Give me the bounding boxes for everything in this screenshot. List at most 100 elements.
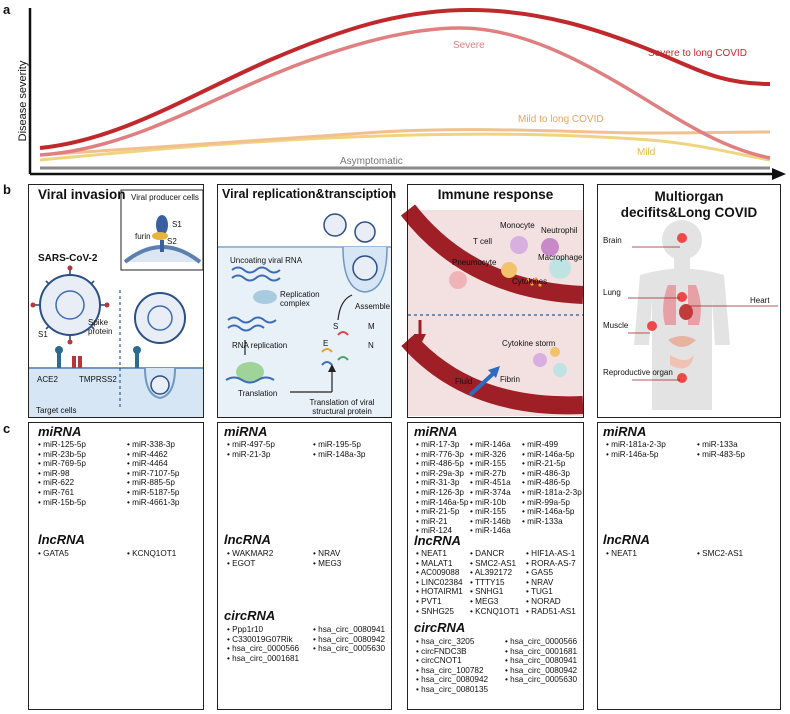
rep-mirna-col2: miR-195-5pmiR-148a-3p [313,440,365,459]
imm-lncrna-title: lncRNA [414,533,461,548]
multiorgan-title-line1: Multiorgan [654,189,724,204]
virus-label: SARS-CoV-2 [38,253,98,264]
ncrna-item: NORAD [526,597,576,607]
ncrna-item: SMC2-AS1 [697,549,743,559]
ncrna-item: RAD51-AS1 [526,607,576,617]
label-fluid: Fluid [455,377,473,386]
ncrna-item: WAKMAR2 [227,549,273,559]
ncrna-item: hsa_circ_0005630 [505,675,577,685]
rep-circrna-col1: Ppp1r10C330019G07Rikhsa_circ_0000566hsa_… [227,625,299,663]
label-tmprss2: TMPRSS2 [79,375,117,384]
panel-multiorgan [597,184,781,418]
rep-circrna-title: circRNA [224,608,276,623]
ncrna-item: miR-98 [38,469,86,479]
ncrna-item: miR-29a-3p [416,469,468,479]
ncrna-item: KCNQ1OT1 [127,549,176,559]
vi-lncrna-col1: GATA5 [38,549,69,559]
replication-title: Viral replication&transciption [222,187,397,201]
ncrna-item: hsa_circ_0005630 [313,644,385,654]
ncrna-item: miR-4464 [127,459,179,469]
s1-protein-icon [156,215,168,235]
label-reproductive: Reproductive organ [603,368,673,377]
ncrna-item: hsa_circ_0080942 [505,666,577,676]
imm-circrna-col2: hsa_circ_0000566hsa_circ_0001681hsa_circ… [505,637,577,685]
ncrna-item: miR-486-3p [522,469,582,479]
ncrna-item: hsa_circ_0080135 [416,685,488,695]
ncrna-item: miR-451a [470,478,511,488]
label-cytokine-storm: Cytokine storm [502,339,556,348]
ncrna-item: circFNDC3B [416,647,488,657]
series-label-severe-to-long: Severe to long COVID [648,48,747,59]
rep-lncrna-col1: WAKMAR2EGOT [227,549,273,568]
rep-circrna-col2: hsa_circ_0080941hsa_circ_0080942hsa_circ… [313,625,385,654]
ncrna-item: miR-5187-5p [127,488,179,498]
ncrna-item: circCNOT1 [416,656,488,666]
ncrna-item: miR-885-5p [127,478,179,488]
imm-mirna-col2: miR-146amiR-326miR-155miR-27bmiR-451amiR… [470,440,511,536]
ncrna-item: SMC2-AS1 [470,559,519,569]
ncrna-item: miR-21 [416,517,468,527]
ncrna-item: miR-155 [470,459,511,469]
label-heart: Heart [750,296,770,305]
imm-lncrna-col2: DANCRSMC2-AS1AL392172TTTY15SNHG1MEG3KCNQ… [470,549,520,617]
label-structural: Translation of viral structural protein [309,398,375,416]
mo-lncrna-col2: SMC2-AS1 [697,549,743,559]
panel-viral-invasion [28,184,204,418]
label-macrophage: Macrophage [538,253,583,262]
ncrna-item: miR-17-3p [416,440,468,450]
label-uncoating: Uncoating viral RNA [230,256,303,265]
ncrna-item: TUG1 [526,587,576,597]
ncrna-item: miR-761 [38,488,86,498]
ncrna-item: hsa_circ_0080941 [505,656,577,666]
vi-lncrna-col2: KCNQ1OT1 [127,549,176,559]
ncrna-item: miR-486-5p [416,459,468,469]
ncrna-item: miR-499 [522,440,582,450]
ncrna-item: NEAT1 [606,549,637,559]
ncrna-multiorgan [597,422,781,710]
ncrna-item: miR-146b [470,517,511,527]
label-cytokines: Cytokines [512,277,548,286]
ncrna-item: GAS5 [526,568,576,578]
series-label-asymptomatic: Asymptomatic [340,156,403,167]
label-brain: Brain [603,236,622,245]
label-s: S [333,322,339,331]
ncrna-item: miR-146a [470,526,511,536]
imm-circrna-col1: hsa_circ_3205circFNDC3BcircCNOT1hsa_circ… [416,637,488,695]
mo-lncrna-col1: NEAT1 [606,549,637,559]
label-n: N [368,341,374,350]
ncrna-item: miR-148a-3p [313,450,365,460]
label-ace2: ACE2 [37,375,58,384]
ace2-receptor-icon [55,346,141,368]
imm-mirna-title: miRNA [414,424,458,439]
rep-mirna-col1: miR-497-5pmiR-21-3p [227,440,275,459]
ncrna-item: miR-99a-5p [522,498,582,508]
ncrna-item: miR-769-5p [38,459,86,469]
ncrna-item: TTTY15 [470,578,519,588]
ncrna-item: MALAT1 [416,559,463,569]
vi-mirna-col2: miR-338-3pmiR-4462miR-4464miR-7107-5pmiR… [127,440,179,507]
ncrna-item: AC009088 [416,568,463,578]
ncrna-item: KCNQ1OT1 [470,607,519,617]
ncrna-item: HIF1A-AS-1 [526,549,576,559]
ncrna-item: miR-15b-5p [38,498,86,508]
ncrna-item: miR-483-5p [697,450,745,460]
label-target-cells: Target cells [36,406,77,415]
ncrna-item: miR-195-5p [313,440,365,450]
ncrna-item: miR-146a-5p [522,450,582,460]
imm-mirna-col3: miR-499miR-146a-5pmiR-21-5pmiR-486-3pmiR… [522,440,582,526]
curve-severe-to-long [39,7,771,150]
ncrna-item: C330019G07Rik [227,635,299,645]
imm-circrna-title: circRNA [414,620,466,635]
rep-lncrna-col2: NRAVMEG3 [313,549,341,568]
series-label-mild-to-long: Mild to long COVID [518,114,604,125]
label-fibrin: Fibrin [500,375,521,384]
ncrna-item: miR-338-3p [127,440,179,450]
imm-mirna-col1: miR-17-3pmiR-776-3pmiR-486-5pmiR-29a-3pm… [416,440,468,536]
pneumocyte-icon [449,271,467,289]
replication-complex-icon [253,290,277,304]
panel-label-c: c [3,421,11,436]
label-s2: S2 [167,237,177,246]
x-axis-arrow-icon [772,168,786,180]
virus-entering-icon [134,292,186,344]
